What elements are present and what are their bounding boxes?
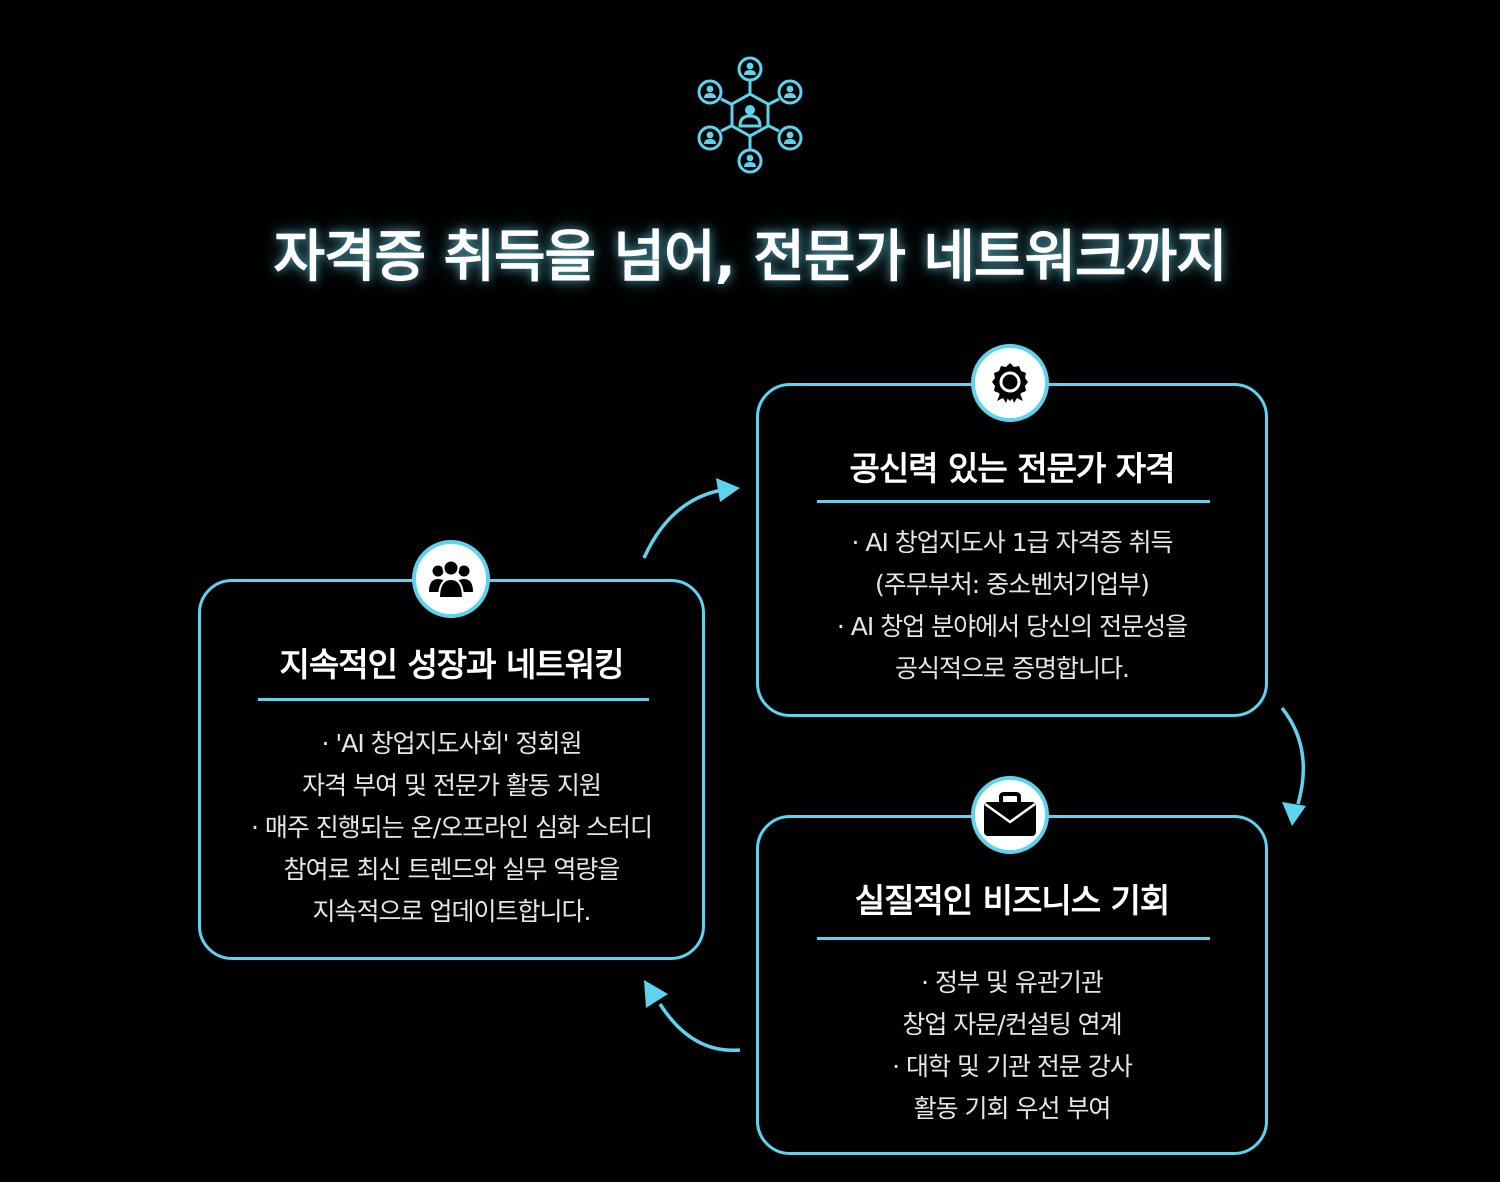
description-line: · AI 창업 분야에서 당신의 전문성을	[836, 612, 1188, 641]
description-line: 자격 부여 및 전문가 활동 지원	[302, 771, 602, 800]
description-line: 지속적으로 업데이트합니다.	[312, 897, 592, 926]
credential-card: 공신력 있는 전문가 자격 · AI 창업지도사 1급 자격증 취득 (주무부처…	[756, 383, 1268, 717]
network-people-icon	[697, 56, 803, 174]
arrow-credential-to-business-icon	[1280, 706, 1306, 826]
arrow-business-to-growth-icon	[644, 980, 741, 1053]
description-line: · 'AI 창업지도사회' 정회원	[321, 729, 582, 758]
description-line: 창업 자문/컨설팅 연계	[902, 1010, 1122, 1039]
description-line: · AI 창업지도사 1급 자격증 취득	[851, 528, 1173, 557]
award-ribbon-icon	[992, 363, 1028, 403]
growth-card: 지속적인 성장과 네트워킹 · 'AI 창업지도사회' 정회원 자격 부여 및 …	[198, 579, 705, 960]
description-line: 참여로 최신 트렌드와 실무 역량을	[283, 855, 621, 884]
business-card: 실질적인 비즈니스 기회 · 정부 및 유관기관 창업 자문/컨설팅 연계 · …	[756, 815, 1268, 1155]
arrow-growth-to-credential-icon	[642, 478, 740, 559]
description-line: · 대학 및 기관 전문 강사	[892, 1052, 1133, 1081]
page-title: 자격증 취득을 넘어, 전문가 네트워크까지	[273, 225, 1227, 290]
card-description: · 정부 및 유관기관 창업 자문/컨설팅 연계 · 대학 및 기관 전문 강사…	[759, 962, 1265, 1130]
card-divider	[817, 500, 1210, 503]
card-divider	[817, 937, 1210, 940]
description-line: · 정부 및 유관기관	[921, 968, 1104, 997]
card-title: 실질적인 비즈니스 기회	[854, 881, 1171, 920]
card-divider	[258, 698, 649, 701]
business-badge	[971, 776, 1049, 854]
description-line: 활동 기회 우선 부여	[913, 1094, 1112, 1123]
people-group-icon	[429, 559, 473, 599]
card-description: · AI 창업지도사 1급 자격증 취득 (주무부처: 중소벤처기업부) · A…	[759, 522, 1265, 690]
description-line: · 매주 진행되는 온/오프라인 심화 스터디	[250, 813, 653, 842]
card-title: 지속적인 성장과 네트워킹	[279, 645, 625, 684]
card-title: 공신력 있는 전문가 자격	[849, 449, 1175, 488]
growth-badge	[412, 540, 490, 618]
description-line: (주무부처: 중소벤처기업부)	[875, 570, 1150, 599]
description-line: 공식적으로 증명합니다.	[895, 654, 1130, 683]
credential-badge	[971, 344, 1049, 422]
card-description: · 'AI 창업지도사회' 정회원 자격 부여 및 전문가 활동 지원 · 매주…	[201, 723, 702, 933]
briefcase-icon	[984, 792, 1036, 836]
